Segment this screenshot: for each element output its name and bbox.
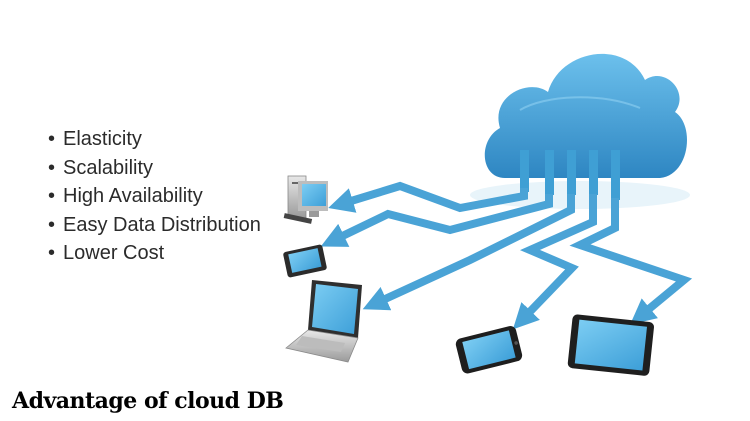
tablet-icon xyxy=(567,314,654,376)
arrow-to-desktop xyxy=(328,181,528,213)
bullet-dot: • xyxy=(48,128,56,150)
bullet-dot: • xyxy=(48,213,56,236)
list-item-label: Easy Data Distribution xyxy=(63,213,261,236)
phone-icon xyxy=(283,244,327,278)
bullet-dot: • xyxy=(48,156,56,179)
list-item-label: High Availability xyxy=(63,185,203,207)
list-item: • High Availability xyxy=(48,182,261,211)
bullet-dot: • xyxy=(48,242,56,264)
desktop-computer-icon xyxy=(283,175,328,224)
bullet-dot: • xyxy=(48,185,56,207)
page-title: Advantage of cloud DB xyxy=(12,388,284,414)
list-item: • Easy Data Distribution xyxy=(48,211,261,240)
list-item-label: Scalability xyxy=(63,156,154,179)
list-item: • Lower Cost xyxy=(48,239,261,268)
smartphone-icon xyxy=(455,326,523,374)
arrow-to-smartphone xyxy=(512,194,597,330)
connection-arrows xyxy=(320,181,693,330)
arrow-to-phone xyxy=(320,194,553,247)
cloud-icon xyxy=(470,53,690,209)
list-item-label: Elasticity xyxy=(63,128,142,150)
list-item: • Scalability xyxy=(48,154,261,183)
arrow-to-laptop xyxy=(362,194,575,311)
list-item: • Elasticity xyxy=(48,125,261,154)
arrow-to-tablet xyxy=(569,198,693,325)
laptop-icon xyxy=(285,280,362,363)
advantages-list: • Elasticity • Scalability • High Availabil… xyxy=(48,125,261,268)
list-item-label: Lower Cost xyxy=(63,242,165,264)
